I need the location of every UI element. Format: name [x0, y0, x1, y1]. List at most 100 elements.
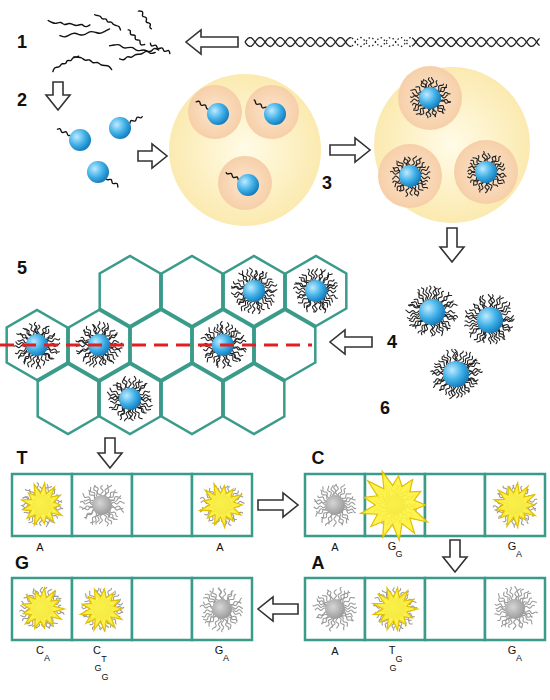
dna-strand [139, 402, 151, 410]
bead [87, 161, 109, 183]
base-label: G [388, 541, 397, 552]
dna-strand [466, 363, 480, 370]
dna-strand [131, 376, 136, 389]
base-label: G [94, 664, 101, 673]
bead [237, 174, 259, 196]
dna-strand [323, 487, 331, 498]
dna-strand [98, 321, 100, 335]
dna-strand [318, 612, 328, 618]
dna-strand [203, 602, 214, 607]
callout-number: 6 [380, 399, 390, 417]
bead [207, 103, 229, 125]
base-label: A [516, 550, 522, 559]
process-arrow [330, 330, 372, 354]
dna-strand [110, 388, 122, 395]
bead-with-adapter [226, 173, 259, 196]
dna-strand [429, 286, 432, 301]
genomic-dna [245, 38, 352, 47]
picotiter-well [100, 364, 161, 434]
dna-strand [474, 328, 483, 339]
dna-strand [439, 98, 450, 102]
well [12, 578, 72, 640]
dna-strand [517, 617, 522, 627]
section-line [0, 344, 312, 347]
callout-number: 3 [322, 174, 332, 192]
base-label: G [389, 664, 396, 673]
dna-strand [334, 590, 336, 601]
droplet [218, 156, 272, 210]
dna-strand [103, 514, 108, 526]
dna-strand [106, 179, 118, 187]
dna-strand [263, 290, 277, 292]
dna-strand [463, 356, 473, 365]
light-flash [22, 588, 64, 629]
dna-strand [229, 352, 238, 361]
base-label: G [215, 645, 224, 656]
dna-strand [223, 589, 226, 601]
well [305, 578, 365, 640]
callout-number: 4 [387, 333, 397, 351]
bead [443, 361, 469, 387]
dna-strand [260, 273, 267, 284]
dna-strand [343, 607, 356, 610]
well [425, 474, 485, 536]
bead-with-dna [391, 156, 430, 196]
bead-with-dna [20, 587, 64, 628]
dna-strand [150, 43, 169, 53]
dna-strand [34, 322, 37, 335]
dna-strand [109, 403, 121, 408]
dna-strand [229, 352, 239, 361]
dna-strand [124, 377, 129, 390]
dna-strand [302, 275, 311, 284]
dna-strand [40, 354, 45, 365]
dna-strand [76, 347, 89, 353]
bead [264, 103, 286, 125]
dna-strand [224, 617, 229, 629]
base-label: G [395, 655, 402, 664]
dna-strand [325, 293, 338, 298]
dna-strand [498, 612, 507, 620]
dna-strand [229, 595, 236, 604]
dna-strand [224, 323, 229, 336]
dna-strand [53, 56, 79, 71]
dna-strand [461, 352, 470, 364]
dna-strand [222, 354, 225, 368]
dna-strand [323, 274, 332, 285]
bead-with-dna [313, 587, 356, 631]
bead-with-adapter [196, 101, 229, 125]
bead [305, 280, 327, 302]
light-flash [494, 483, 535, 528]
base-label: C [93, 645, 101, 656]
process-arrow [443, 540, 467, 572]
process-arrow [258, 493, 298, 517]
dna-strand [502, 616, 510, 627]
dna-strand [428, 78, 430, 89]
dna-strand [107, 350, 115, 359]
dna-strand [419, 172, 430, 176]
dna-strand [203, 609, 213, 613]
dna-strand [57, 129, 70, 136]
dna-strand [110, 507, 124, 512]
droplet [378, 144, 442, 208]
dna-strand [406, 310, 421, 313]
dna-strand [493, 179, 503, 184]
base-label: A [331, 646, 338, 657]
dna-strand [219, 588, 222, 601]
base-label: A [516, 654, 522, 663]
dna-strand [209, 328, 217, 338]
dna-strand [316, 510, 328, 517]
genomic-dna [352, 38, 412, 47]
dna-strand [250, 268, 254, 282]
base-label: G [101, 673, 108, 682]
dna-strand [314, 505, 326, 509]
dna-strand [125, 408, 129, 421]
bead-with-dna [431, 349, 482, 398]
bead-with-adapter [254, 100, 286, 125]
dna-strand [524, 605, 535, 609]
dna-strand [230, 606, 242, 609]
well [365, 578, 425, 640]
dna-strand [139, 401, 152, 407]
nucleotide-step: G [15, 554, 29, 572]
process-arrow [186, 30, 238, 54]
